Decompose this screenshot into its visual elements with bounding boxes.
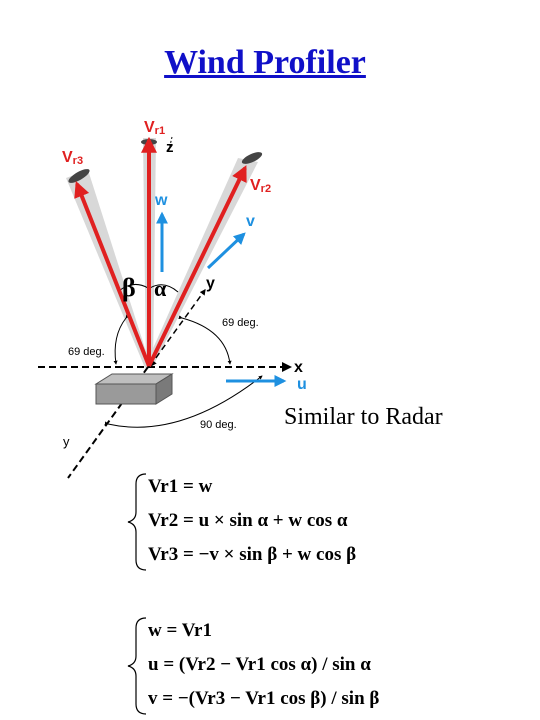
equation-vr2: Vr2 = u × sin α + w cos α bbox=[148, 510, 348, 531]
angle-69-right-label: 69 deg. bbox=[222, 317, 259, 329]
equation-vr1: Vr1 = w bbox=[148, 476, 213, 497]
arc-90 bbox=[104, 375, 263, 428]
equation-u: u = (Vr2 − Vr1 cos α) / sin α bbox=[148, 654, 371, 675]
similar-to-radar-text: Similar to Radar bbox=[284, 404, 443, 430]
arc-69-right bbox=[178, 315, 232, 365]
u-label: u bbox=[297, 376, 307, 393]
vr1-label: Vr1 bbox=[144, 119, 165, 137]
v-vector bbox=[206, 232, 246, 270]
vr3-vector bbox=[74, 181, 151, 367]
vr3-label: Vr3 bbox=[62, 149, 83, 167]
v-label: v bbox=[246, 213, 255, 230]
equation-vr3: Vr3 = −v × sin β + w cos β bbox=[148, 544, 357, 565]
angle-90-label: 90 deg. bbox=[200, 419, 237, 431]
brace-system-2 bbox=[127, 617, 147, 715]
page-title: Wind Profiler bbox=[164, 44, 366, 81]
equation-system-2: w = Vr1 u = (Vr2 − Vr1 cos α) / sin α v … bbox=[148, 618, 448, 718]
w-label: w bbox=[154, 192, 168, 209]
y-axis-label: y bbox=[206, 275, 215, 292]
dish-vr3 bbox=[68, 169, 90, 183]
angle-69-left-label: 69 deg. bbox=[68, 346, 105, 358]
vr2-label: Vr2 bbox=[250, 177, 271, 195]
instrument-front bbox=[95, 383, 157, 405]
z-label: z bbox=[166, 139, 174, 156]
vr2-vector bbox=[147, 165, 247, 367]
equation-v: v = −(Vr3 − Vr1 cos β) / sin β bbox=[148, 688, 380, 709]
arc-beta bbox=[119, 284, 149, 291]
arc-alpha bbox=[149, 284, 179, 293]
beta-label: β bbox=[122, 273, 136, 302]
y-axis-up-dashed bbox=[149, 289, 206, 367]
dish-vr2 bbox=[241, 152, 263, 164]
equation-w: w = Vr1 bbox=[148, 620, 212, 641]
alpha-label: α bbox=[154, 276, 167, 301]
arc-69-left bbox=[113, 314, 130, 365]
equation-system-1: Vr1 = w Vr2 = u × sin α + w cos α Vr3 = … bbox=[148, 474, 448, 574]
x-label: x bbox=[294, 359, 303, 376]
brace-system-1 bbox=[127, 473, 147, 571]
y-bottom-label: y bbox=[63, 434, 70, 449]
